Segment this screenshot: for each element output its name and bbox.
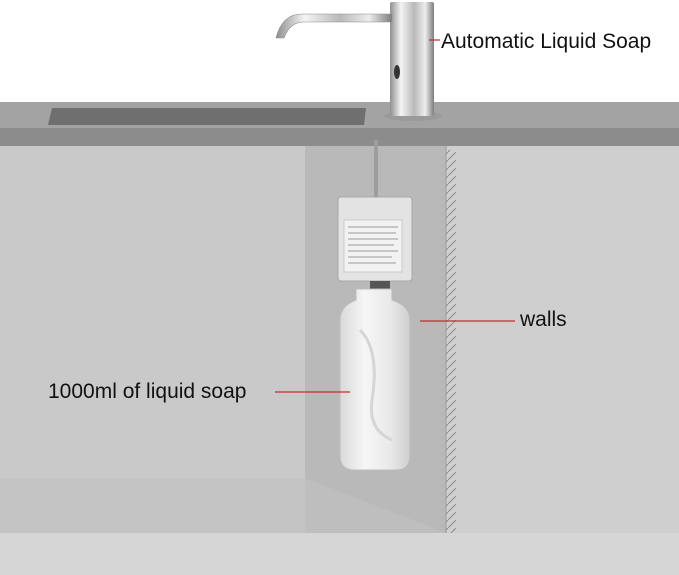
right-wall	[446, 145, 679, 533]
dispenser-label: Automatic Liquid Soap	[441, 30, 652, 53]
cabinet-floor-shadow	[0, 478, 446, 533]
soap-bottle-illustration	[339, 288, 411, 471]
control-box-illustration	[337, 196, 413, 289]
walls-label: walls	[520, 308, 567, 331]
soap-bottle-label: 1000ml of liquid soap	[48, 380, 247, 403]
wall-hatch	[446, 150, 456, 533]
soap-dispenser-faucet-illustration	[275, 2, 442, 121]
sink-opening	[48, 108, 366, 125]
countertop-edge	[0, 128, 679, 146]
cabinet-base	[0, 533, 679, 575]
